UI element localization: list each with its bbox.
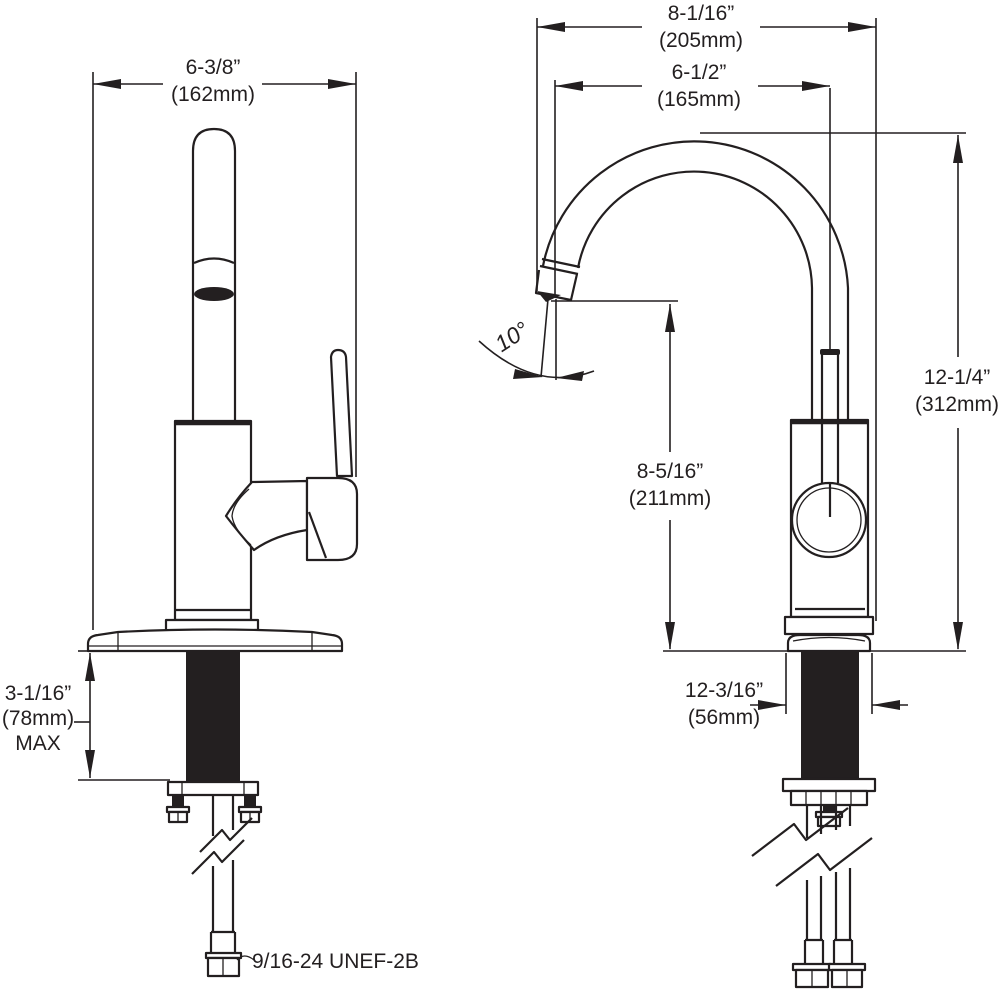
side-escutcheon: [86, 628, 344, 653]
side-handle-mount: [305, 476, 359, 562]
front-spout-inner: [576, 170, 814, 420]
label-handle-depth-in: 6-3/8”: [185, 56, 241, 79]
label-shank-width-in: 12-3/16”: [684, 679, 764, 702]
label-overall-width-in: 8-1/16”: [667, 2, 735, 25]
label-overall-height-mm: (312mm): [914, 393, 1000, 416]
dim-spout-angle: [478, 298, 595, 381]
label-deck-thickness: 3-1/16” (78mm) MAX: [2, 681, 74, 756]
front-mount-washer: [781, 777, 877, 793]
side-outlet-opening: [194, 287, 234, 301]
label-overall-width-mm: (205mm): [658, 29, 744, 52]
thread-leader: [236, 955, 255, 961]
side-tube-end: [209, 932, 237, 953]
dim-overall-height: [700, 132, 966, 650]
side-supply-tube: [211, 795, 235, 932]
front-tube-joints: [803, 938, 854, 964]
label-deck-thickness-in: 3-1/16”: [4, 682, 72, 705]
label-handle-depth: 6-3/8” (162mm): [171, 54, 255, 108]
label-spout-reach-in: 6-1/2”: [671, 61, 727, 84]
front-mount-nuts: [789, 789, 869, 807]
front-handle-lever-cap: [820, 349, 840, 355]
label-spout-reach-mm: (165mm): [656, 88, 742, 111]
side-break-mark-1: [199, 817, 253, 853]
front-view: [534, 140, 966, 989]
dim-spout-height: [551, 300, 678, 650]
side-outlet-seam: [193, 257, 235, 265]
front-break-mark-2: [775, 837, 873, 887]
side-spout-tube: [191, 127, 237, 423]
front-base-flange: [783, 615, 875, 636]
dim-shank-width: [750, 653, 908, 714]
label-deck-thickness-note: MAX: [15, 732, 61, 755]
label-handle-depth-mm: (162mm): [170, 83, 256, 106]
side-handle-lever: [329, 348, 354, 478]
front-outlet-drip-point: [537, 291, 561, 302]
side-valve-cone-detail: [231, 488, 252, 546]
front-shank: [801, 651, 859, 779]
front-handle-lever: [820, 354, 840, 483]
label-overall-width: 8-1/16” (205mm): [659, 0, 743, 54]
label-spout-reach: 6-1/2” (165mm): [657, 59, 741, 113]
label-deck-thickness-mm: (78mm): [1, 707, 75, 730]
side-valve-cone: [224, 479, 309, 552]
side-break-mark-2: [191, 839, 245, 875]
side-handle-mount-detail: [307, 511, 328, 559]
front-stud: [823, 805, 835, 814]
dim-deck-thickness: [74, 650, 170, 781]
dim-handle-depth: [92, 72, 357, 630]
side-stud-left: [172, 795, 184, 808]
front-mount-nut-facets: [805, 791, 852, 805]
label-spout-height-in: 8-5/16”: [636, 460, 704, 483]
front-base-ring-seam: [792, 636, 866, 642]
label-supply-thread: 9/16-24 UNEF-2B: [252, 950, 419, 973]
front-handle-hub-inner: [796, 487, 862, 553]
side-view: [86, 127, 359, 978]
label-shank-width-mm: (56mm): [687, 706, 761, 729]
label-spout-height: 8-5/16” (211mm): [629, 458, 711, 512]
front-body: [789, 418, 870, 619]
dim-overall-width: [536, 18, 877, 621]
label-overall-height-in: 12-1/4”: [923, 366, 991, 389]
side-shank: [186, 651, 240, 781]
side-stud-right: [244, 795, 256, 808]
label-shank-width: 12-3/16” (56mm): [685, 677, 763, 731]
front-break-mark-1: [751, 807, 849, 857]
front-handle-hub-outer: [790, 481, 868, 559]
label-overall-height: 12-1/4” (312mm): [915, 364, 999, 418]
front-spout-outer: [541, 140, 850, 420]
dimensions: [74, 18, 966, 781]
label-spout-height-mm: (211mm): [628, 487, 712, 510]
dim-spout-reach: [554, 80, 831, 349]
front-outlet-band: [539, 257, 581, 276]
